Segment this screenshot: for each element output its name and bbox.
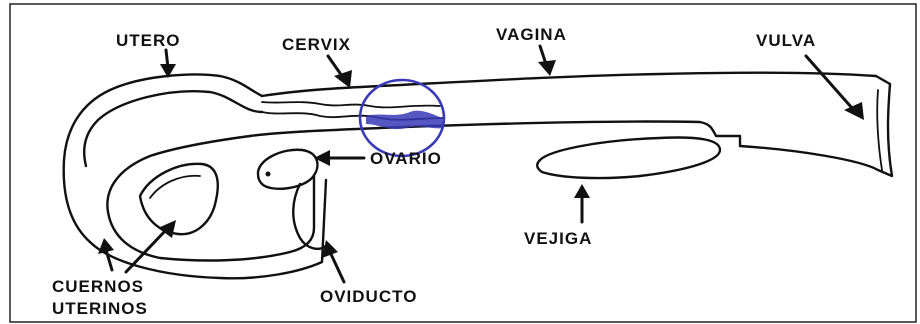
cuernos-arrow-left-shaft xyxy=(106,250,112,270)
label-vejiga: VEJIGA xyxy=(524,229,592,248)
label-ovario: OVARIO xyxy=(370,149,442,168)
ovary-dot xyxy=(266,172,271,177)
oviduct-tube xyxy=(293,184,326,249)
vejiga-arrowhead xyxy=(574,184,590,198)
label-cervix: CERVIX xyxy=(282,35,351,54)
vulva-arrowhead xyxy=(844,102,864,120)
vagina-bottom-wall xyxy=(250,121,740,146)
cuernos-arrow-right-shaft xyxy=(126,230,166,272)
cuernos-arrow-left-head xyxy=(98,238,114,254)
diagram-frame xyxy=(10,4,916,322)
label-oviducto: OVIDUCTO xyxy=(320,287,417,306)
label-vulva: VULVA xyxy=(756,31,816,50)
vagina-top-wall xyxy=(262,73,876,96)
horn-coil-inner xyxy=(150,176,200,198)
cervix-arrowhead xyxy=(334,70,352,88)
label-cuernos-line1: CUERNOS xyxy=(52,277,144,296)
cervix-highlight-fill xyxy=(366,111,444,129)
ovary-outline xyxy=(258,150,317,189)
vulva-inner-line xyxy=(877,90,882,170)
uterus-inner-arc xyxy=(84,91,262,166)
uterus-horn-inner xyxy=(107,136,250,258)
vulva-arrow-shaft xyxy=(806,56,852,108)
vulva-outline xyxy=(740,76,892,176)
cervix-inner-upper xyxy=(262,102,440,107)
label-cuernos-line2: UTERINOS xyxy=(52,299,148,318)
vagina-arrowhead xyxy=(538,60,556,76)
oviducto-arrow-shaft xyxy=(330,252,344,282)
bladder-outline xyxy=(537,138,720,179)
label-vagina: VAGINA xyxy=(496,25,567,44)
cervix-arrow-shaft xyxy=(328,56,342,76)
label-utero: UTERO xyxy=(116,31,181,50)
uterine-horn-loop xyxy=(90,180,326,278)
horn-coil xyxy=(140,164,218,234)
